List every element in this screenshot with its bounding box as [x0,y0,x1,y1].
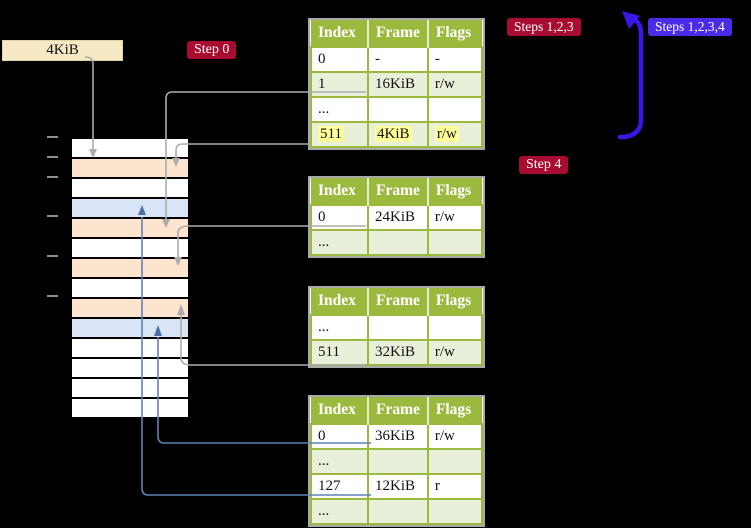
memory-cell-page-table [72,299,188,319]
address-tick [47,156,58,158]
loop-arrow-curve [617,15,644,140]
frame-size-label: 4KiB [2,40,123,61]
table-cell [367,229,429,256]
column-header: Index [311,288,368,315]
steps-123-badge: Steps 1,2,3 [507,18,581,36]
memory-cell-free [72,379,188,399]
table-cell [426,229,483,256]
column-header: Flags [426,288,482,315]
table-cell: 1 [310,71,369,98]
step4-badge: Step 4 [519,156,569,174]
table-cell: r [426,473,483,500]
address-tick [47,176,58,178]
table-row: ... [310,498,483,525]
column-header: Frame [367,288,428,315]
table-cell [426,96,483,123]
column-header: Frame [367,397,428,424]
physical-memory-strip [70,137,190,419]
column-header: Index [311,397,368,424]
table-cell [426,314,483,341]
table-cell: 127 [310,473,369,500]
table-cell: - [426,46,483,73]
highlighted-value: 511 [318,126,344,142]
table-cell: r/w [426,423,483,450]
table-cell: ... [310,96,369,123]
table-cell [426,448,483,475]
recursive-loop-arrow [617,11,644,140]
memory-cell-page-table [72,259,188,279]
memory-cell-free [72,139,188,159]
table-cell: ... [310,448,369,475]
table-cell: 511 [310,121,369,148]
steps-1234-badge: Steps 1,2,3,4 [648,18,732,36]
highlighted-value: 4KiB [375,126,412,142]
table-cell: - [367,46,429,73]
table-cell: 0 [310,423,369,450]
table-row: ... [310,96,483,123]
memory-cell-free [72,359,188,379]
column-header: Index [311,20,368,47]
table-cell: r/w [426,339,483,366]
table-cell: 0 [310,46,369,73]
memory-cell-free [72,239,188,259]
table-cell: 12KiB [367,473,429,500]
table-cell: 4KiB [367,121,429,148]
arrowhead-upleft-icon [622,11,640,29]
memory-cell-free [72,279,188,299]
arrow-table1-entry511-line [175,143,310,159]
table-cell: r/w [426,204,483,231]
table-cell: 36KiB [367,423,429,450]
column-header: Flags [426,178,482,205]
memory-cell-free [72,399,188,417]
memory-cell-page-table [72,219,188,239]
table-cell: 511 [310,339,369,366]
memory-cell-mapped-page [72,199,188,219]
column-header: Flags [426,20,482,47]
table-cell [367,448,429,475]
memory-cell-free [72,339,188,359]
table-row: ... [310,314,483,341]
step0-badge: Step 0 [187,41,237,59]
table-row: ... [310,448,483,475]
address-tick [47,215,58,217]
table-cell [367,96,429,123]
table-cell: 16KiB [367,71,429,98]
table-cell [426,498,483,525]
table-cell: r/w [426,121,483,148]
memory-cell-page-table [72,159,188,179]
table-cell [367,498,429,525]
memory-cell-mapped-page [72,319,188,339]
memory-cell-free [72,179,188,199]
column-header: Index [311,178,368,205]
table-cell: r/w [426,71,483,98]
column-header: Frame [367,20,428,47]
table-cell [367,314,429,341]
table-cell: ... [310,314,369,341]
address-tick [47,255,58,257]
table-cell: 24KiB [367,204,429,231]
highlighted-value: r/w [434,126,459,142]
table-row: 511 4KiB r/w [310,121,483,148]
column-header: Flags [426,397,482,424]
address-tick [47,136,58,138]
table-cell: ... [310,498,369,525]
table-cell: ... [310,229,369,256]
table-row: 0-- [310,46,483,73]
table-cell: 32KiB [367,339,429,366]
table-row: ... [310,229,483,256]
table-cell: 0 [310,204,369,231]
address-tick [47,295,58,297]
column-header: Frame [367,178,428,205]
